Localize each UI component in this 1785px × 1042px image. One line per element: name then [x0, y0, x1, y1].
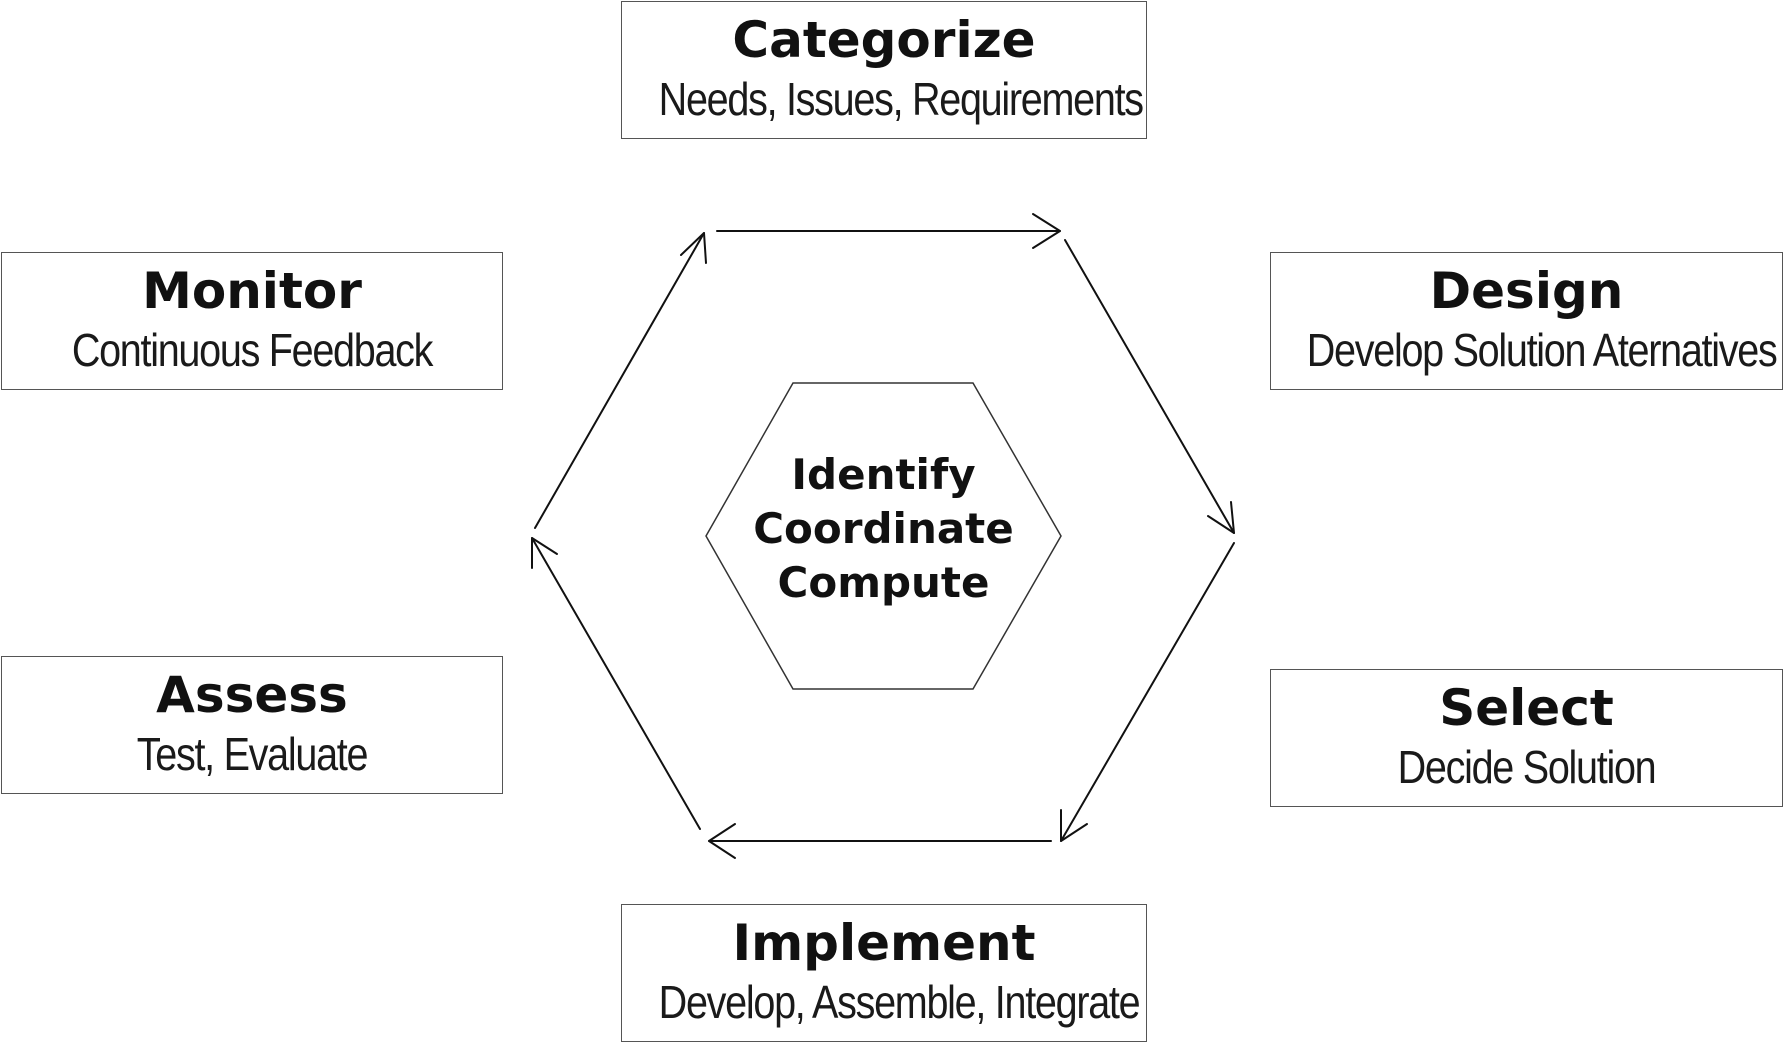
step-assess: Assess Test, Evaluate [1, 656, 503, 794]
step-assess-title: Assess [156, 666, 348, 724]
step-categorize-title: Categorize [732, 11, 1036, 69]
arrow-monitor-to-categorize [534, 232, 707, 529]
arrow-assess-to-monitor [531, 537, 701, 830]
step-select-subtitle: Decide Solution [1397, 741, 1657, 793]
arrow-select-to-implement [1060, 542, 1235, 842]
step-monitor-title: Monitor [142, 262, 362, 320]
step-assess-subtitle: Test, Evaluate [136, 728, 369, 780]
step-design-subtitle: Develop Solution Aternatives [1306, 324, 1778, 376]
arrow-implement-to-assess [708, 823, 1052, 859]
arrow-categorize-to-design [716, 213, 1061, 249]
center-line-identify: Identify [791, 450, 976, 499]
center-line-coordinate: Coordinate [753, 504, 1014, 553]
center-line-compute: Compute [777, 558, 990, 607]
center-hexagon [705, 382, 1062, 690]
step-implement-title: Implement [732, 914, 1036, 972]
step-categorize: Categorize Needs, Issues, Requirements [621, 1, 1147, 139]
step-monitor: Monitor Continuous Feedback [1, 252, 503, 390]
step-select-title: Select [1439, 679, 1614, 737]
step-monitor-subtitle: Continuous Feedback [71, 324, 434, 376]
step-design: Design Develop Solution Aternatives [1270, 252, 1783, 390]
arrow-design-to-select [1064, 239, 1235, 534]
step-implement-subtitle: Develop, Assemble, Integrate [658, 976, 1141, 1028]
step-select: Select Decide Solution [1270, 669, 1783, 807]
center-label: Identify Coordinate Compute [706, 448, 1061, 610]
step-design-title: Design [1429, 262, 1624, 320]
step-categorize-subtitle: Needs, Issues, Requirements [658, 73, 1144, 125]
step-implement: Implement Develop, Assemble, Integrate [621, 904, 1147, 1042]
